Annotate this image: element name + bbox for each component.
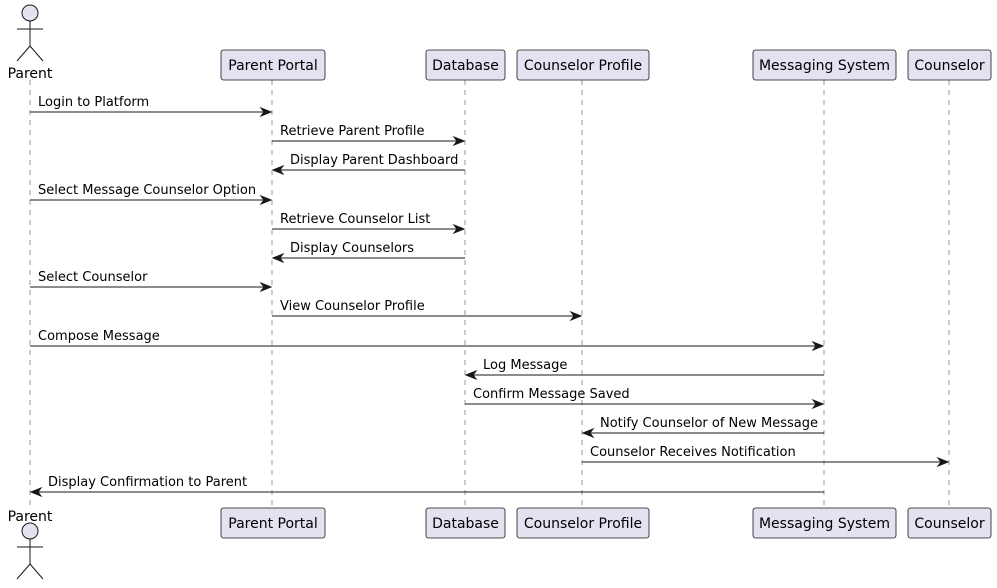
message-label: Confirm Message Saved [473,387,630,402]
arrow-head [271,252,285,264]
arrow-head [452,223,466,235]
message-6: Display Counselors [271,241,465,264]
participant-msg-bottom: Messaging System [752,507,897,539]
arrow-head [936,456,950,468]
participant-box [516,49,650,81]
participant-label: Messaging System [759,516,890,532]
arrow-head [811,398,825,410]
participant-box [907,49,992,81]
message-9: Compose Message [30,329,825,352]
arrow-head [464,369,478,381]
message-2: Retrieve Parent Profile [272,124,466,147]
participant-msg-top: Messaging System [752,49,897,81]
message-4: Select Message Counselor Option [30,183,273,206]
arrow-head [259,281,273,293]
message-13: Counselor Receives Notification [582,445,950,468]
participant-box [907,507,992,539]
participant-label: Database [432,58,499,74]
participant-label: Parent Portal [228,516,318,532]
message-10: Log Message [464,358,824,381]
actor-parent-top: Parent [8,4,53,82]
message-label: Retrieve Counselor List [280,212,430,227]
participant-db-top: Database [425,49,506,81]
participant-portal-top: Parent Portal [220,49,326,81]
message-11: Confirm Message Saved [465,387,825,410]
participant-label: Counselor Profile [524,58,642,74]
message-label: Display Parent Dashboard [290,153,458,168]
participant-label: Counselor [914,516,984,532]
participant-db-bottom: Database [425,507,506,539]
arrow-head [569,310,583,322]
arrow-head [271,164,285,176]
actor-body [16,21,44,62]
participant-portal-bottom: Parent Portal [220,507,326,539]
participant-label: Counselor Profile [524,516,642,532]
participant-counselor-top: Counselor [907,49,992,81]
participant-label: Parent Portal [228,58,318,74]
message-label: Retrieve Parent Profile [280,124,425,139]
message-label: Select Message Counselor Option [38,183,256,198]
participant-label: Messaging System [759,58,890,74]
arrow-head [259,106,273,118]
participant-profile-top: Counselor Profile [516,49,650,81]
participant-box [220,507,326,539]
message-label: Login to Platform [38,95,149,110]
actor-head [21,522,39,540]
actor-parent-bottom: Parent [8,509,53,580]
message-label: Select Counselor [38,270,148,285]
arrow-head [452,135,466,147]
participant-label: Parent [8,509,53,525]
message-label: Display Counselors [290,241,414,256]
actor-body [16,539,44,580]
participant-box [425,507,506,539]
message-12: Notify Counselor of New Message [581,416,824,439]
participant-label: Database [432,516,499,532]
message-label: Display Confirmation to Parent [48,475,247,490]
participant-box [220,49,326,81]
message-14: Display Confirmation to Parent [29,475,824,498]
message-1: Login to Platform [30,95,273,118]
arrow-head [259,194,273,206]
message-label: Notify Counselor of New Message [600,416,818,431]
message-label: Compose Message [38,329,160,344]
message-label: Counselor Receives Notification [590,445,796,460]
participant-counselor-bottom: Counselor [907,507,992,539]
message-7: Select Counselor [30,270,273,293]
message-8: View Counselor Profile [272,299,583,322]
actor-head [21,4,39,22]
message-label: View Counselor Profile [280,299,425,314]
participant-box [752,49,897,81]
participants-bottom: Parent Parent Portal Database Counselor Pro… [8,507,992,580]
participant-profile-bottom: Counselor Profile [516,507,650,539]
arrow-head [581,427,595,439]
participant-box [516,507,650,539]
participant-box [425,49,506,81]
lifelines [29,80,950,508]
arrow-head [811,340,825,352]
arrow-head [29,486,43,498]
participant-label: Parent [8,66,53,82]
message-5: Retrieve Counselor List [272,212,466,235]
message-3: Display Parent Dashboard [271,153,465,176]
participant-label: Counselor [914,58,984,74]
participant-box [752,507,897,539]
participants-top: Parent Parent Portal Database Counselor Pro… [8,4,992,82]
message-label: Log Message [483,358,567,373]
